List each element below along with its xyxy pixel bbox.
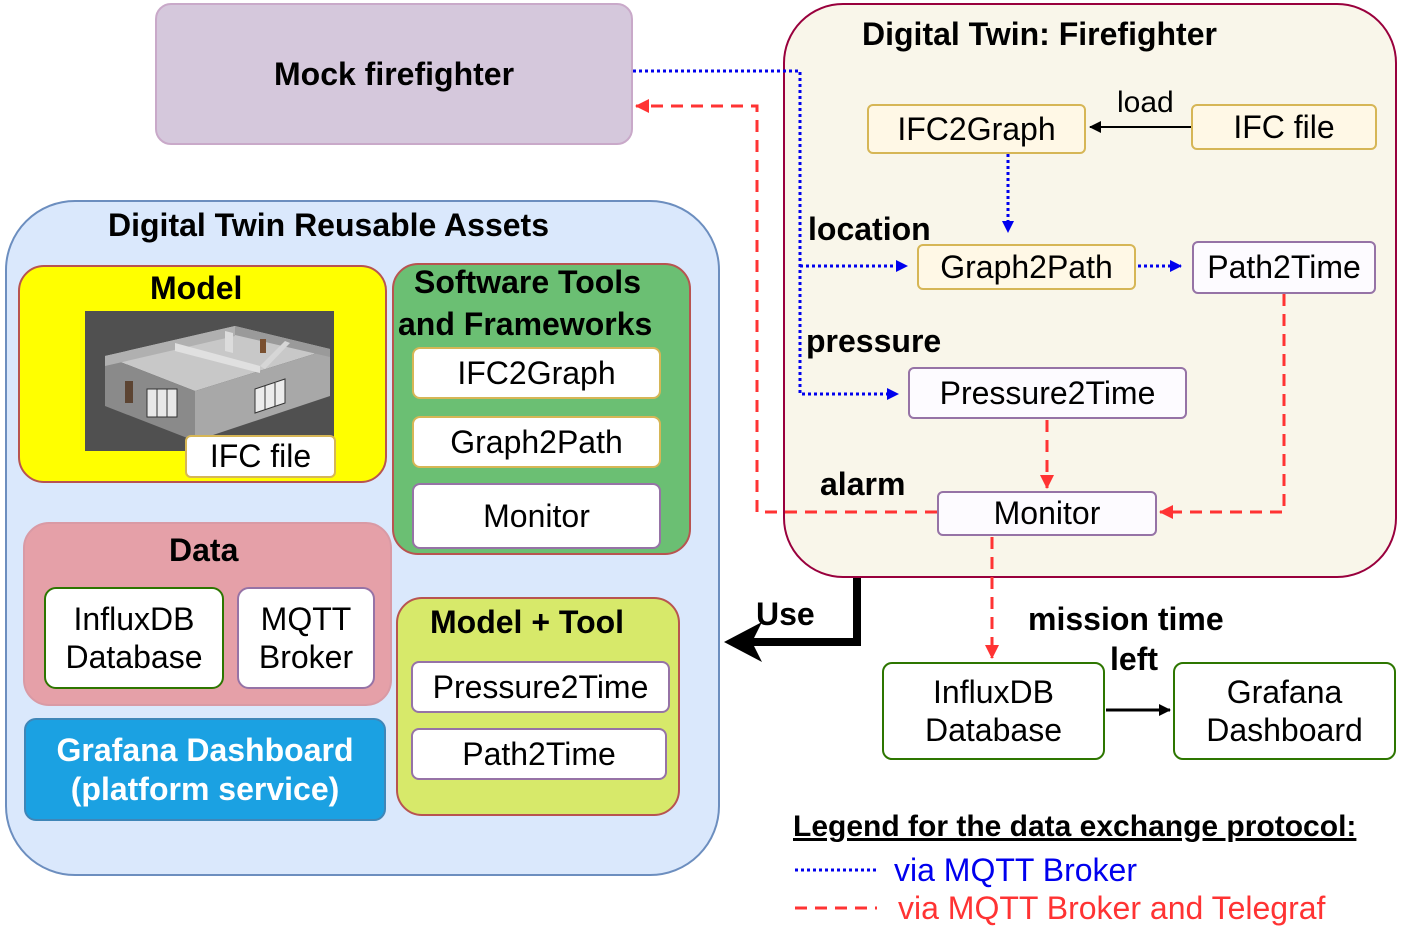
building-illustration <box>85 311 334 451</box>
monitor-node: Monitor <box>937 491 1157 536</box>
mock-firefighter-box: Mock firefighter <box>155 3 633 145</box>
mission-time-label-line2: left <box>1110 641 1158 677</box>
ifc2graph-node-label: IFC2Graph <box>897 110 1056 147</box>
grafana-output-line1: Grafana <box>1226 673 1343 710</box>
use-label: Use <box>756 596 815 632</box>
legend-title: Legend for the data exchange protocol: <box>793 810 1357 843</box>
load-label: load <box>1117 86 1174 119</box>
building-model-image <box>85 311 334 451</box>
alarm-label: alarm <box>820 466 906 502</box>
influxdb-output-line2: Database <box>925 712 1062 748</box>
software-item-label: IFC2Graph <box>457 354 616 391</box>
digital-twin-title: Digital Twin: Firefighter <box>862 16 1217 52</box>
location-label: location <box>808 211 931 247</box>
model-title: Model <box>150 270 243 306</box>
path2time-node-label: Path2Time <box>1207 249 1361 286</box>
influxdb-output-line1: InfluxDB <box>933 673 1054 710</box>
data-mqtt-broker-node: MQTT Broker <box>237 587 375 689</box>
software-tools-title-line2: and Frameworks <box>398 306 653 342</box>
data-mqtt-line2: Broker <box>258 639 354 675</box>
grafana-platform-line2: (platform service) <box>70 770 340 807</box>
ifc-file-node: IFC file <box>1191 104 1377 150</box>
ifc-file-node-label: IFC file <box>1233 108 1335 145</box>
model-ifc-file-label: IFC file <box>185 435 336 478</box>
software-item-ifc2graph: IFC2Graph <box>412 347 661 399</box>
data-mqtt-line1: MQTT <box>260 600 352 637</box>
software-item-label: Graph2Path <box>450 423 623 460</box>
software-item-monitor: Monitor <box>412 483 661 549</box>
pressure2time-node: Pressure2Time <box>908 367 1187 419</box>
pressure-label: pressure <box>806 323 942 359</box>
data-influxdb-line1: InfluxDB <box>73 600 195 637</box>
grafana-output-node: Grafana Dashboard <box>1173 662 1396 760</box>
legend-line-samples <box>795 868 877 910</box>
pressure2time-node-label: Pressure2Time <box>939 374 1156 411</box>
grafana-platform-line1: Grafana Dashboard <box>56 732 354 769</box>
data-influxdb-node: InfluxDB Database <box>44 587 224 689</box>
graph2path-node: Graph2Path <box>917 244 1136 290</box>
ifc2graph-node: IFC2Graph <box>867 104 1086 154</box>
model-tool-item-label: Path2Time <box>462 735 616 772</box>
software-item-graph2path: Graph2Path <box>412 416 661 468</box>
model-ifc-file-text: IFC file <box>209 438 312 475</box>
grafana-output-line2: Dashboard <box>1206 712 1363 748</box>
software-item-label: Monitor <box>483 497 590 534</box>
model-tool-item-path2time: Path2Time <box>411 728 667 780</box>
legend-mqtt-label: via MQTT Broker <box>894 852 1137 888</box>
mock-firefighter-label: Mock firefighter <box>273 55 515 92</box>
model-tool-item-pressure2time: Pressure2Time <box>411 661 670 713</box>
software-tools-title-line1: Software Tools <box>414 264 641 300</box>
data-influxdb-line2: Database <box>65 639 203 675</box>
model-tool-title: Model + Tool <box>430 604 625 640</box>
grafana-platform-service-box: Grafana Dashboard (platform service) <box>24 718 386 821</box>
model-tool-item-label: Pressure2Time <box>432 668 649 705</box>
legend-telegraf-label: via MQTT Broker and Telegraf <box>898 890 1326 926</box>
data-title: Data <box>169 532 239 568</box>
mission-time-label-line1: mission time <box>1028 601 1224 637</box>
reusable-assets-title: Digital Twin Reusable Assets <box>108 207 549 243</box>
monitor-node-label: Monitor <box>993 495 1101 532</box>
graph2path-node-label: Graph2Path <box>940 248 1113 285</box>
path2time-node: Path2Time <box>1192 241 1376 294</box>
influxdb-output-node: InfluxDB Database <box>882 662 1105 760</box>
